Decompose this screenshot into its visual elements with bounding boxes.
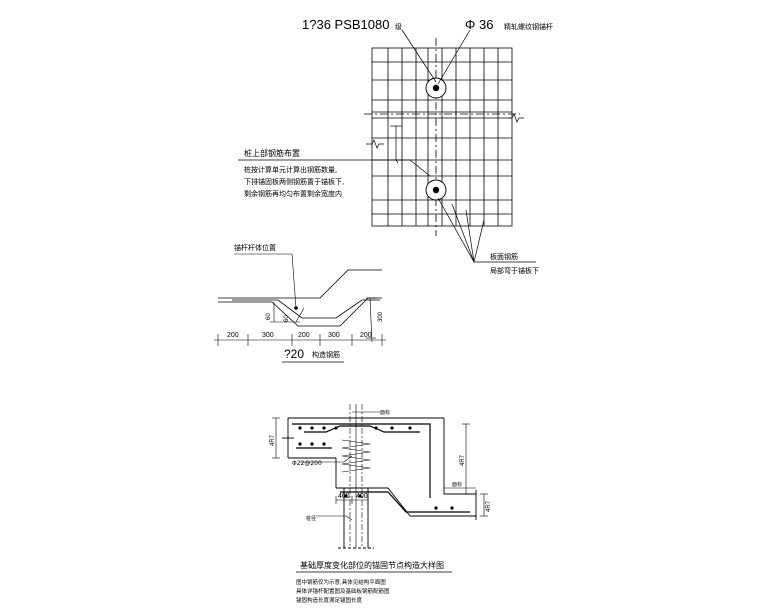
section-pile-label: 桩径 xyxy=(306,515,316,522)
dim-4: 300 xyxy=(328,332,340,339)
section-note-2: 具体详锚杆配置图及基础板钢筋配筋图 xyxy=(296,587,390,595)
pile-note-1: 桩按计算单元计算出钢筋数量, xyxy=(244,165,337,174)
section-right-dim: 4R7 xyxy=(486,500,492,512)
anchor-plate-top xyxy=(425,77,447,99)
section-left-dim: 4R7 xyxy=(270,434,276,446)
section-rebar xyxy=(292,423,470,513)
slab-rebar-note: 局部弯于锚板下 xyxy=(490,266,539,275)
bar-label: Φ 36 xyxy=(465,17,493,32)
anchor-label-suffix: 级 xyxy=(395,22,402,31)
section-dimension-lines xyxy=(272,411,488,521)
break-markers xyxy=(366,113,524,164)
section-title: 基础厚度变化部位的锚固节点构造大样图 xyxy=(300,560,444,570)
dim-1: 200 xyxy=(227,332,239,339)
section-right-label: 面标 xyxy=(452,481,462,488)
dim-5: 200 xyxy=(360,332,372,339)
pile-note-2: 下排锚固板两侧钢筋置于锚板下, xyxy=(244,177,344,186)
rebar-grid xyxy=(364,38,520,236)
dim-small-2: 60 xyxy=(284,315,290,322)
dim-3: 200 xyxy=(298,332,310,339)
pile-rebar-title: 桩上部钢筋布置 xyxy=(244,148,300,158)
leader-lines-top xyxy=(238,29,536,263)
section-mid-dim: 4R7 xyxy=(460,454,466,466)
trench-leaders xyxy=(234,253,376,343)
section-hatch xyxy=(341,404,371,548)
anchor-plate-bottom xyxy=(425,179,447,201)
dimension-chain xyxy=(214,334,386,346)
dim-2: 300 xyxy=(262,332,274,339)
section-outline xyxy=(282,417,477,549)
trench-title-text: 构造钢筋 xyxy=(312,350,340,359)
trench-rebar xyxy=(232,299,380,319)
rebar-dots xyxy=(298,426,454,510)
pile-note-3: 剩余钢筋再均匀布置剩余宽度内 xyxy=(244,189,342,198)
anchor-label: 1?36 PSB1080 xyxy=(302,17,389,32)
trench-outline xyxy=(218,269,382,327)
trench-title-number: ?20 xyxy=(284,347,304,361)
anchor-position-marker xyxy=(294,306,298,310)
section-note-1: 图中钢筋仅为示意,具体见结构平面图 xyxy=(296,578,386,586)
dim-right: 300 xyxy=(378,311,384,322)
section-top-label: 面标 xyxy=(380,409,390,416)
bar-label-suffix: 精轧螺纹钢锚杆 xyxy=(504,22,553,31)
section-rebar-label: Φ22@200 xyxy=(292,460,322,467)
slab-rebar-title: 板面钢筋 xyxy=(490,252,518,261)
anchor-position-label: 锚杆杆体位置 xyxy=(234,243,276,252)
dim-small-1: 60 xyxy=(266,313,272,320)
section-dim-400-1: 400 xyxy=(338,493,350,500)
section-dim-400-2: 400 xyxy=(356,493,368,500)
section-note-3: 锚固构造长度满足锚固长度 xyxy=(296,596,363,604)
